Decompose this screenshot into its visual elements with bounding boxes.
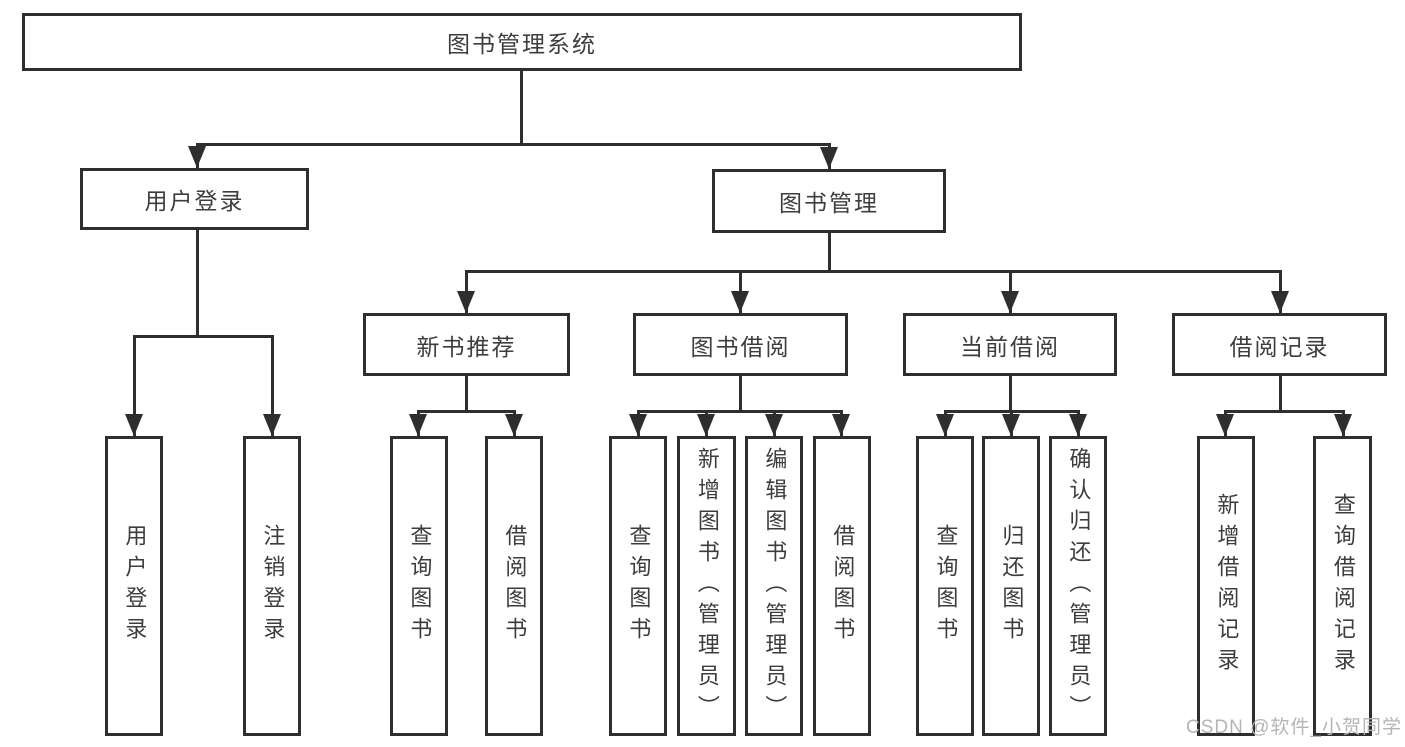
connector-root-stem bbox=[520, 70, 523, 145]
arrow-icon-borrow-borrow bbox=[832, 414, 850, 436]
leaf-records-query-record-label: 查询借阅记录 bbox=[1330, 493, 1356, 679]
leaf-borrow-query-book: 查询图书 bbox=[609, 436, 667, 736]
node-book-borrow: 图书借阅 bbox=[633, 313, 848, 376]
leaf-current-confirm-return-admin-label: 确认归还（管理员） bbox=[1066, 446, 1092, 726]
leaf-current-query-book-label: 查询图书 bbox=[933, 524, 959, 648]
node-root-label: 图书管理系统 bbox=[447, 31, 597, 57]
node-root: 图书管理系统 bbox=[22, 13, 1022, 71]
arrow-icon-book-borrow bbox=[731, 291, 749, 313]
arrow-icon-recommend-borrow bbox=[505, 414, 523, 436]
arrow-icon-user-login bbox=[188, 146, 206, 168]
arrow-icon-current-query bbox=[936, 414, 954, 436]
node-current-borrow-label: 当前借阅 bbox=[960, 333, 1060, 360]
leaf-records-add-record-label: 新增借阅记录 bbox=[1214, 493, 1240, 679]
arrow-icon-borrow-query bbox=[629, 414, 647, 436]
node-borrow-records: 借阅记录 bbox=[1172, 313, 1387, 376]
leaf-borrow-edit-book-admin: 编辑图书（管理员） bbox=[745, 436, 803, 736]
leaf-logout-label: 注销登录 bbox=[260, 524, 286, 648]
connector-borrow-records-branch bbox=[1224, 410, 1345, 413]
node-new-book-recommend: 新书推荐 bbox=[363, 313, 570, 376]
connector-book-borrow-stem bbox=[739, 376, 742, 413]
leaf-current-return-book-label: 归还图书 bbox=[999, 524, 1025, 648]
leaf-user-login-label: 用户登录 bbox=[122, 524, 148, 648]
connector-user-login-branch bbox=[133, 335, 274, 338]
leaf-borrow-borrow-book-label: 借阅图书 bbox=[830, 524, 856, 648]
leaf-borrow-query-book-label: 查询图书 bbox=[626, 524, 652, 648]
leaf-borrow-edit-book-admin-label: 编辑图书（管理员） bbox=[762, 446, 788, 726]
arrow-icon-borrow-add bbox=[697, 414, 715, 436]
watermark-text: CSDN @软件_小贺同学 bbox=[1186, 717, 1402, 738]
leaf-current-confirm-return-admin: 确认归还（管理员） bbox=[1049, 436, 1107, 736]
arrow-icon-current-confirm bbox=[1069, 414, 1087, 436]
leaf-user-login: 用户登录 bbox=[105, 436, 163, 736]
connector-current-borrow-branch bbox=[944, 410, 1080, 413]
node-new-book-recommend-label: 新书推荐 bbox=[416, 333, 517, 360]
connector-book-management-stem bbox=[828, 233, 831, 272]
arrow-icon-leaf-logout bbox=[263, 414, 281, 436]
leaf-records-add-record: 新增借阅记录 bbox=[1197, 436, 1255, 736]
node-user-login-label: 用户登录 bbox=[144, 188, 245, 214]
leaf-borrow-add-book-admin-label: 新增图书（管理员） bbox=[694, 446, 720, 726]
leaf-current-query-book: 查询图书 bbox=[916, 436, 974, 736]
connector-drop-leaf-logout bbox=[271, 338, 274, 436]
arrow-icon-recommend-query bbox=[409, 414, 427, 436]
node-current-borrow: 当前借阅 bbox=[903, 313, 1117, 376]
node-user-login: 用户登录 bbox=[80, 168, 309, 230]
arrow-icon-new-book-recommend bbox=[457, 291, 475, 313]
arrow-icon-leaf-user-login bbox=[125, 414, 143, 436]
leaf-recommend-borrow-book: 借阅图书 bbox=[485, 436, 543, 736]
leaf-logout: 注销登录 bbox=[243, 436, 301, 736]
arrow-icon-book-management bbox=[820, 147, 838, 169]
connector-new-book-recommend-branch bbox=[417, 410, 516, 413]
connector-new-book-recommend-stem bbox=[465, 376, 468, 413]
leaf-current-return-book: 归还图书 bbox=[982, 436, 1040, 736]
arrow-icon-borrow-records bbox=[1271, 291, 1289, 313]
node-book-borrow-label: 图书借阅 bbox=[690, 333, 791, 360]
node-book-management-label: 图书管理 bbox=[779, 190, 879, 216]
leaf-borrow-borrow-book: 借阅图书 bbox=[813, 436, 871, 736]
arrow-icon-records-add bbox=[1216, 414, 1234, 436]
connector-level3-branch bbox=[465, 270, 1282, 273]
connector-current-borrow-stem bbox=[1009, 376, 1012, 413]
connector-drop-leaf-user-login bbox=[133, 338, 136, 436]
arrow-icon-records-query bbox=[1334, 414, 1352, 436]
connector-borrow-records-stem bbox=[1279, 376, 1282, 413]
leaf-recommend-query-book: 查询图书 bbox=[390, 436, 448, 736]
connector-book-borrow-branch bbox=[637, 410, 843, 413]
arrow-icon-current-borrow bbox=[1001, 291, 1019, 313]
arrow-icon-current-return bbox=[1002, 414, 1020, 436]
arrow-icon-borrow-edit bbox=[765, 414, 783, 436]
connector-level1-branch bbox=[196, 143, 831, 146]
leaf-recommend-borrow-book-label: 借阅图书 bbox=[502, 524, 528, 648]
node-book-management: 图书管理 bbox=[712, 169, 946, 233]
connector-user-login-stem bbox=[196, 230, 199, 337]
leaf-borrow-add-book-admin: 新增图书（管理员） bbox=[677, 436, 736, 736]
leaf-recommend-query-book-label: 查询图书 bbox=[407, 524, 433, 648]
leaf-records-query-record: 查询借阅记录 bbox=[1313, 436, 1372, 736]
node-borrow-records-label: 借阅记录 bbox=[1229, 333, 1330, 360]
